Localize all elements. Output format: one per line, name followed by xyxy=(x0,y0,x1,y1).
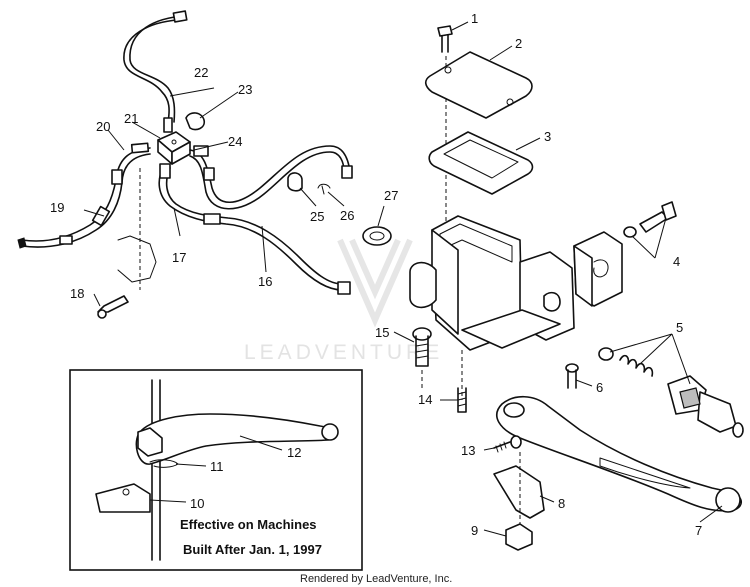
brake-lever-7 xyxy=(496,395,742,513)
inset-panel: Effective on Machines Built After Jan. 1… xyxy=(69,369,363,571)
clip-25 xyxy=(287,172,303,192)
callout-4: 4 xyxy=(673,254,680,269)
callout-26: 26 xyxy=(340,208,354,223)
inset-guard-10 xyxy=(95,483,151,513)
callout-7: 7 xyxy=(695,523,702,538)
clip-26 xyxy=(317,183,331,195)
callout-27: 27 xyxy=(384,188,398,203)
callout-1: 1 xyxy=(471,11,478,26)
inset-note-line2: Built After Jan. 1, 1997 xyxy=(183,542,322,557)
banjo-23 xyxy=(185,112,206,131)
leader-lines xyxy=(83,21,723,537)
screw-15 xyxy=(412,327,432,367)
callout-17: 17 xyxy=(172,250,186,265)
callout-12: 12 xyxy=(287,445,301,460)
footer-credit: Rendered by LeadVenture, Inc. xyxy=(300,573,452,585)
callout-21: 21 xyxy=(124,111,138,126)
callout-23: 23 xyxy=(238,82,252,97)
callout-11: 11 xyxy=(210,459,224,474)
gasket-3 xyxy=(428,131,534,195)
reservoir-cover-2 xyxy=(424,51,533,119)
master-cylinder-assembly xyxy=(362,25,744,551)
callout-5: 5 xyxy=(676,320,683,335)
callout-18: 18 xyxy=(70,286,84,301)
callout-25: 25 xyxy=(310,209,324,224)
nut-9 xyxy=(505,523,533,551)
callout-6: 6 xyxy=(596,380,603,395)
callout-labels: 1 2 3 4 5 6 7 8 9 10 11 12 13 14 15 16 1… xyxy=(50,11,702,538)
screw-6 xyxy=(565,363,579,389)
inset-note-line1: Effective on Machines xyxy=(180,517,317,532)
callout-20: 20 xyxy=(96,119,110,134)
callout-19: 19 xyxy=(50,200,64,215)
callout-15: 15 xyxy=(375,325,389,340)
callout-2: 2 xyxy=(515,36,522,51)
hose-assembly xyxy=(17,10,353,319)
piston-kit-5 xyxy=(598,347,744,438)
hose-22 xyxy=(123,19,179,123)
master-cylinder-body xyxy=(409,215,575,351)
hose-17 xyxy=(158,165,343,291)
callout-9: 9 xyxy=(471,523,478,538)
watermark: LEADVENTURE xyxy=(244,238,443,364)
callout-10: 10 xyxy=(190,496,204,511)
callout-3: 3 xyxy=(544,129,551,144)
junction-block xyxy=(157,131,191,165)
watermark-logo-icon xyxy=(337,238,413,328)
callout-24: 24 xyxy=(228,134,242,149)
callout-22: 22 xyxy=(194,65,208,80)
callout-13: 13 xyxy=(461,443,475,458)
callout-8: 8 xyxy=(558,496,565,511)
guard-8 xyxy=(493,465,545,519)
screw-1 xyxy=(437,25,453,53)
washer-27 xyxy=(362,226,392,246)
clamp-4 xyxy=(573,201,677,307)
watermark-text: LEADVENTURE xyxy=(244,341,443,364)
bolt-18 xyxy=(97,295,129,319)
callout-14: 14 xyxy=(418,392,432,407)
mounting-bracket xyxy=(117,235,157,283)
callout-16: 16 xyxy=(258,274,272,289)
inset-frame xyxy=(69,369,363,571)
screw-13 xyxy=(493,435,522,453)
